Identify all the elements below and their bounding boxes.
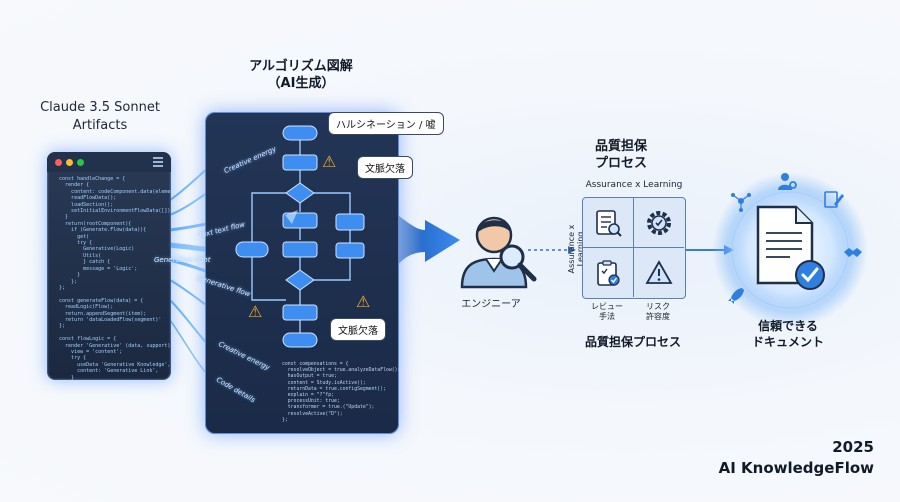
code-line: view = 'content';: [53, 348, 123, 355]
source-title: Claude 3.5 Sonnet Artifacts: [34, 99, 166, 135]
code-line: } catch {: [53, 259, 111, 266]
qa-title-line2: プロセス: [594, 156, 647, 171]
code-line: const flowLogic = {: [53, 336, 117, 343]
qa-bottom-label: 品質担保プロセス: [584, 335, 681, 349]
warning-icon: ⚠: [248, 302, 263, 321]
qa-label-review-line1: レビュー: [591, 302, 623, 311]
callout-missing-context-top: 文脈欠落: [357, 156, 413, 179]
maximize-dot-icon[interactable]: [77, 159, 84, 166]
panel-code: const compensations = { resolveObject = …: [282, 362, 401, 424]
code-line: }: [53, 272, 81, 279]
qa-label-risk: リスク 許容度: [633, 302, 683, 322]
magnifier-icon: [499, 244, 537, 282]
check-badge-icon: [795, 260, 825, 290]
clipboard-check-icon: [597, 259, 620, 286]
algorithm-title: アルゴリズム図解 （AI生成）: [236, 58, 366, 92]
close-dot-icon[interactable]: [55, 159, 62, 166]
qa-title: 品質担保 プロセス: [586, 138, 656, 172]
code-line: resolveActive("D");: [282, 411, 343, 417]
qa-label-review: レビュー 手法: [582, 302, 632, 322]
menu-icon[interactable]: [153, 157, 163, 167]
code-line: useData 'Generative Knowledge',: [53, 361, 171, 368]
gear-icon: [647, 210, 671, 235]
code-line: return.appendSegment(item);: [53, 310, 147, 317]
code-line: const generateFlow(data) = {: [53, 297, 144, 304]
flow-label-generative-light: Generative light: [154, 256, 211, 264]
code-line: explain = "?"fp;: [282, 393, 334, 399]
minimize-dot-icon[interactable]: [66, 159, 73, 166]
brand-year: 2025: [832, 438, 874, 456]
code-line: if (Generate.Flow(data)){: [53, 227, 147, 234]
warning-icon: ⚠: [322, 152, 337, 171]
code-line: return 'dataLoadedFlow(segment)': [53, 316, 162, 323]
qa-label-risk-line1: リスク: [646, 302, 670, 311]
source-title-line2: Artifacts: [72, 118, 128, 133]
code-line: hasOutput = true;: [282, 374, 337, 380]
code-line: readLogic(Flow);: [53, 304, 114, 311]
code-line: setInitialEnvironmentFlowData([]);: [53, 208, 171, 215]
engineer-label: エンジニーア: [461, 299, 521, 310]
qa-cell-clipboard: [583, 248, 634, 297]
algorithm-title-line2: （AI生成）: [267, 76, 335, 91]
document-label-line1: 信頼できる: [758, 319, 818, 333]
code-line: Generative(Logic): [53, 246, 135, 253]
source-code: const handleChange = { render { content:…: [47, 172, 171, 380]
editor-titlebar: [47, 152, 171, 172]
code-line: return(rootComponent){: [53, 220, 132, 227]
network-icon: [731, 193, 751, 212]
code-line: transformer = true.("Update");: [282, 405, 375, 411]
code-line: render {: [53, 182, 90, 189]
code-line: resolveObject = true.analyzeDataFlow();: [282, 368, 401, 374]
callout-missing-context-bottom: 文脈欠落: [330, 318, 386, 341]
code-line: loadSection();: [53, 201, 114, 208]
code-line: content = Study.isActive();: [282, 380, 366, 386]
qa-cell-checklist: [583, 198, 634, 248]
flow-arrow-to-engineer: [385, 205, 460, 275]
code-line: const compensations = {: [282, 362, 349, 367]
code-line: };: [53, 323, 66, 330]
qa-title-line1: 品質担保: [594, 139, 647, 154]
warning-icon: ⚠: [356, 292, 371, 311]
rocket-icon: [728, 288, 744, 304]
qa-grid: [582, 197, 686, 299]
qa-label-review-line2: 手法: [599, 312, 615, 321]
code-line: returnData = true.configSegment();: [282, 386, 386, 392]
source-title-line1: Claude 3.5 Sonnet: [40, 100, 160, 115]
brand-name: AI KnowledgeFlow: [718, 459, 874, 477]
code-line: };: [53, 284, 66, 291]
code-line: }: [53, 214, 69, 221]
qa-label-risk-line2: 許容度: [646, 312, 670, 321]
code-line: message = 'Logic';: [53, 265, 138, 272]
code-line: readFlowData();: [53, 195, 117, 202]
document-label: 信頼できる ドキュメント: [742, 318, 834, 350]
code-line: Utils(: [53, 252, 102, 259]
code-line: processUnit: true;: [282, 399, 340, 405]
document-label-line2: ドキュメント: [751, 335, 824, 349]
handshake-icon: [844, 248, 862, 257]
alert-icon: [645, 259, 673, 284]
qa-cell-alert: [634, 248, 684, 297]
code-line: };: [53, 278, 78, 285]
code-line: }: [53, 374, 75, 380]
code-line: try {: [53, 240, 93, 247]
code-editor-window: const handleChange = { render { content:…: [47, 152, 171, 380]
checklist-icon: [596, 209, 622, 237]
code-line: content: 'Generative Link',: [53, 368, 159, 375]
algorithm-title-line1: アルゴリズム図解: [249, 59, 353, 74]
engineer-icon: [460, 216, 537, 289]
qa-cell-gear: [634, 198, 684, 248]
code-line: const handleChange = {: [53, 176, 126, 182]
user-gear-icon: [778, 173, 797, 190]
document-icon: [756, 205, 825, 290]
code-line: content: codeComponent.data(element),: [53, 188, 171, 195]
code-line: };: [282, 417, 288, 423]
qa-subtitle: Assurance x Learning: [585, 180, 683, 190]
code-line: get(: [53, 233, 90, 240]
code-line: try {: [53, 355, 87, 362]
code-line: render 'Generative' (data, support) {: [53, 342, 171, 349]
callout-hallucination: ハルシネーション / 嘘: [328, 112, 444, 135]
edit-icon: [824, 191, 844, 208]
